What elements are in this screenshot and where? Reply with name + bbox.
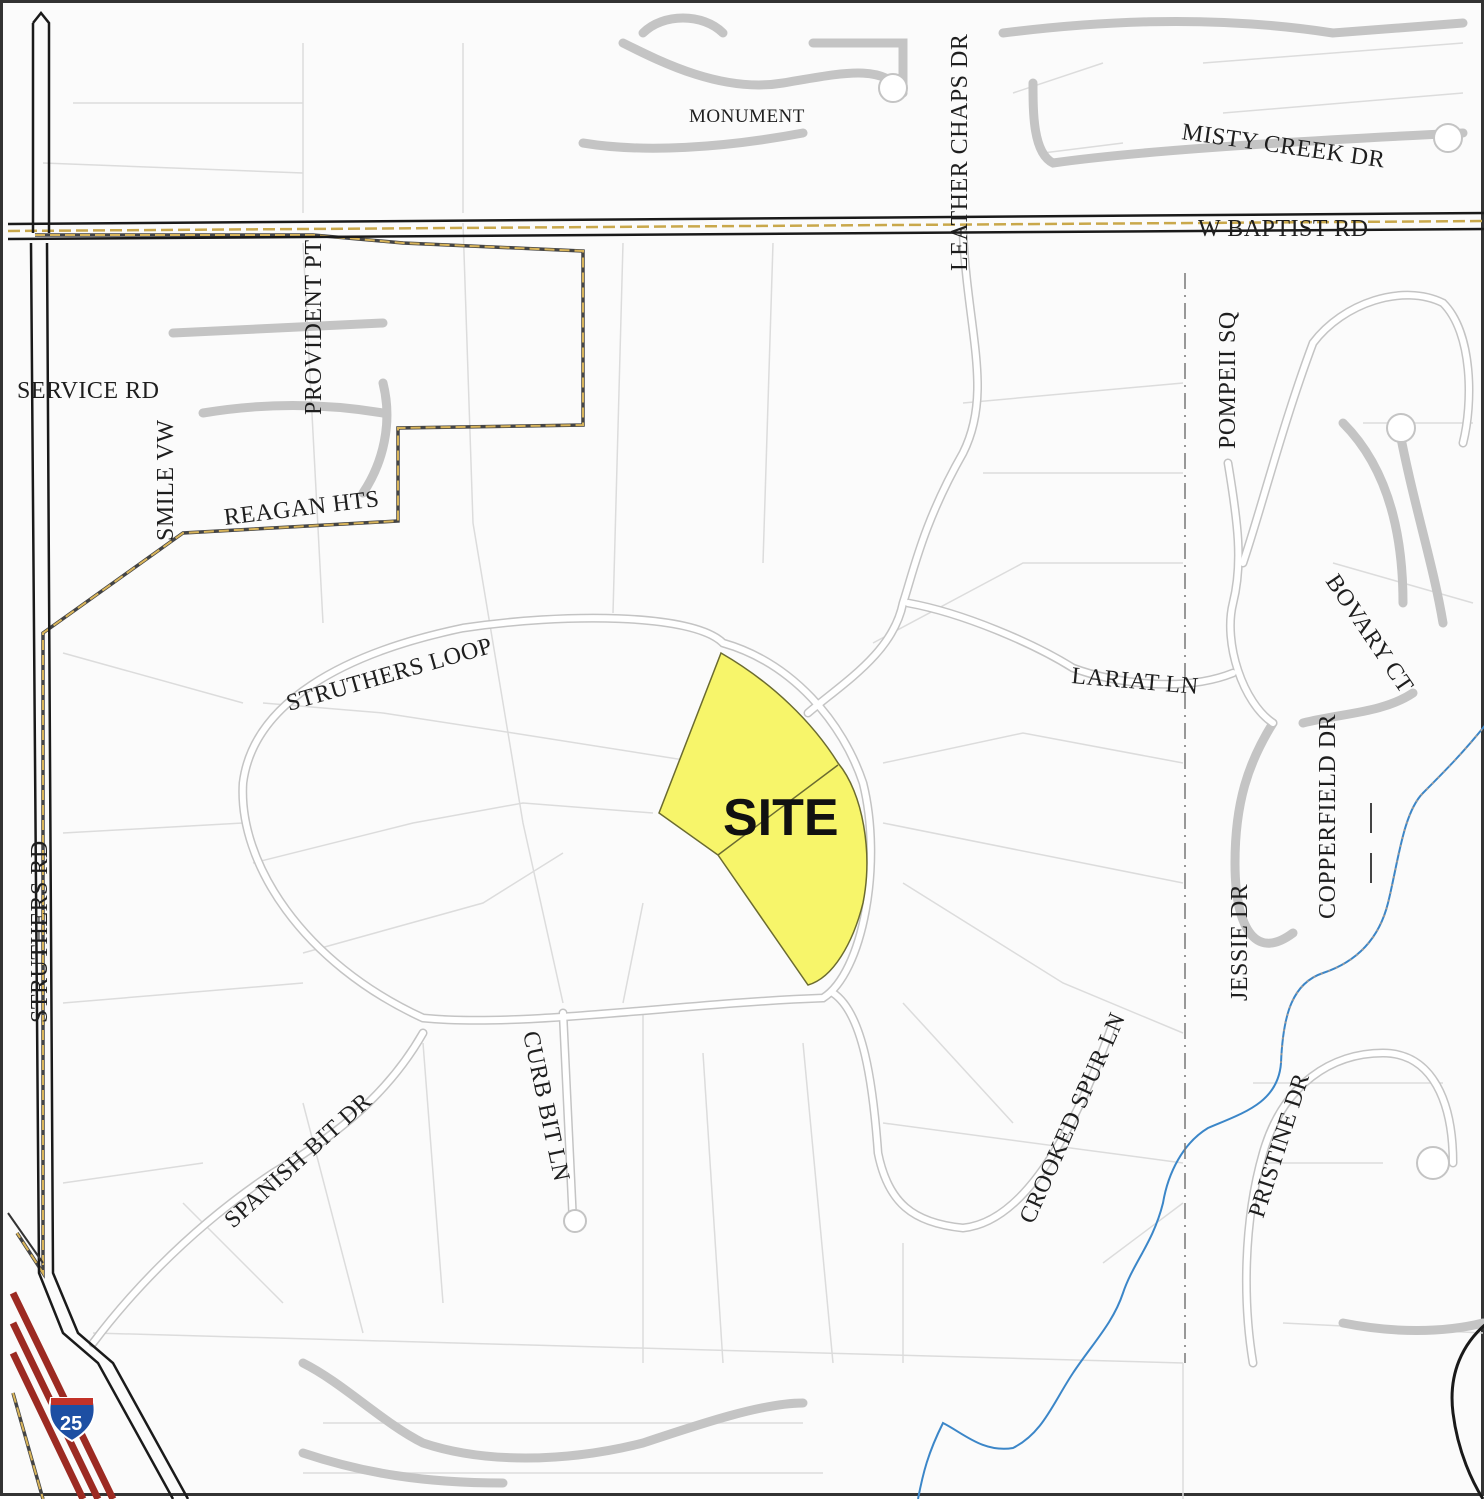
interstate-25 (7, 1212, 117, 1499)
label-crooked-spur: CROOKED SPUR LN (1015, 1009, 1131, 1227)
label-misty-creek: MISTY CREEK DR (1180, 119, 1386, 173)
east-arterial (1450, 1323, 1484, 1499)
cul-de-sacs (563, 73, 1463, 1233)
label-service: SERVICE RD (17, 378, 159, 404)
label-lariat: LARIAT LN (1070, 663, 1199, 700)
label-provident: PROVIDENT PT (301, 239, 327, 415)
label-jessie: JESSIE DR (1227, 884, 1253, 1001)
label-pompeii: POMPEII SQ (1215, 311, 1241, 449)
map-canvas: SITE 25 MONUMENT MISTY CREEK DR LEATHER … (7, 10, 1484, 1499)
label-smile: SMILE VW (153, 419, 179, 541)
struthers-road (29, 10, 190, 1499)
site-parcel (658, 651, 868, 986)
creek-dotted (1280, 725, 1484, 1064)
parcel-lines (42, 42, 1484, 1499)
interstate-shield: 25 (48, 1397, 96, 1443)
label-struthers-rd: STRUTHERS RD (27, 840, 53, 1023)
local-streets (88, 13, 1484, 1488)
label-spanish-bit: SPANISH BIT DR (220, 1088, 377, 1233)
site-label: SITE (723, 789, 839, 847)
label-w-baptist: W BAPTIST RD (1198, 216, 1368, 242)
label-pristine: PRISTINE DR (1244, 1070, 1315, 1221)
city-limit-boundary (11, 233, 585, 1499)
label-monument: MONUMENT (689, 106, 805, 127)
label-copperfield: COPPERFIELD DR (1315, 714, 1341, 919)
label-leather-chaps: LEATHER CHAPS DR (947, 34, 973, 271)
shield-number: 25 (60, 1413, 82, 1435)
baptist-road (7, 211, 1484, 241)
